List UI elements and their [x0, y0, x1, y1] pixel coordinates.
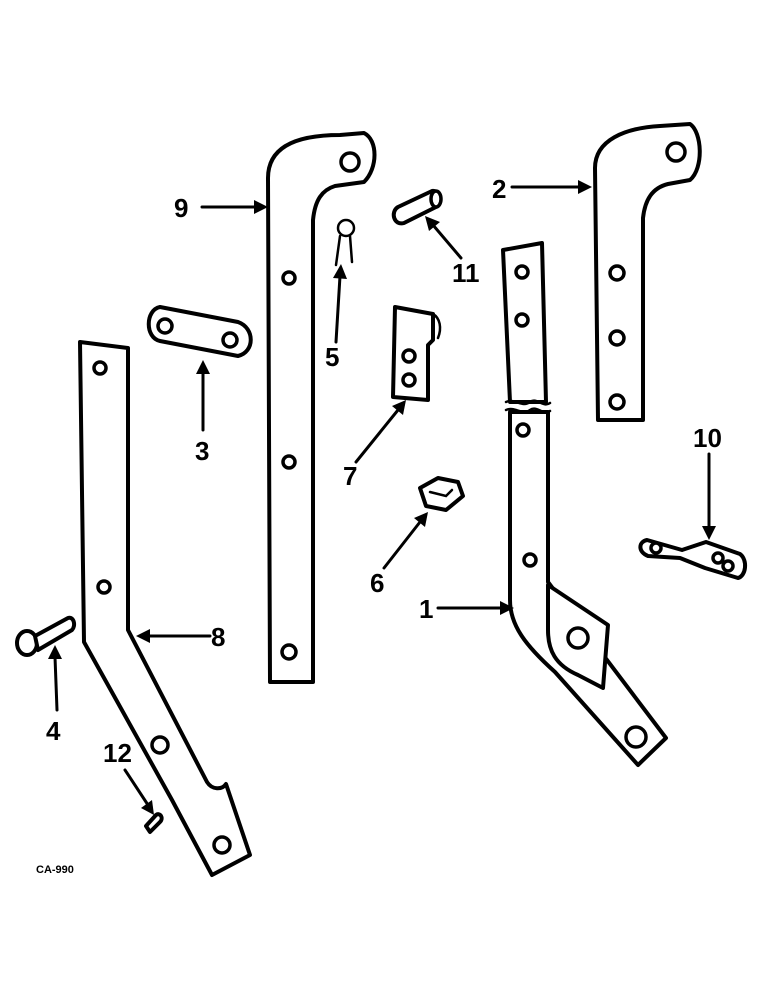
part-2-bracket: [593, 122, 702, 422]
part-1-bar: [501, 241, 668, 767]
callout-7: 7: [343, 461, 357, 491]
callout-11: 11: [452, 258, 480, 288]
part-4-pin: [15, 615, 77, 657]
part-5-cotter-pin: [334, 218, 356, 267]
callout-3: 3: [195, 436, 209, 466]
part-10-strap: [638, 538, 747, 580]
callout-labels: 9 2 11 5 3 7 10 6 1 8 4 12 CA-990: [36, 174, 722, 876]
part-6-nut: [418, 476, 465, 512]
part-3-strap: [146, 305, 253, 358]
callout-1: 1: [419, 594, 433, 624]
callout-12: 12: [103, 738, 132, 768]
callout-8: 8: [211, 622, 225, 652]
part-12-screw: [144, 812, 164, 834]
part-8-arm: [78, 340, 252, 877]
callout-2: 2: [492, 174, 506, 204]
callout-9: 9: [174, 193, 188, 223]
callout-10: 10: [693, 423, 722, 453]
callout-5: 5: [325, 342, 339, 372]
part-7-clip: [391, 305, 442, 402]
callout-4: 4: [46, 716, 61, 746]
part-9-bracket: [266, 131, 377, 684]
leader-lines: [48, 180, 716, 815]
part-11-pin: [391, 189, 443, 226]
callout-6: 6: [370, 568, 384, 598]
drawing-code: CA-990: [36, 864, 74, 876]
